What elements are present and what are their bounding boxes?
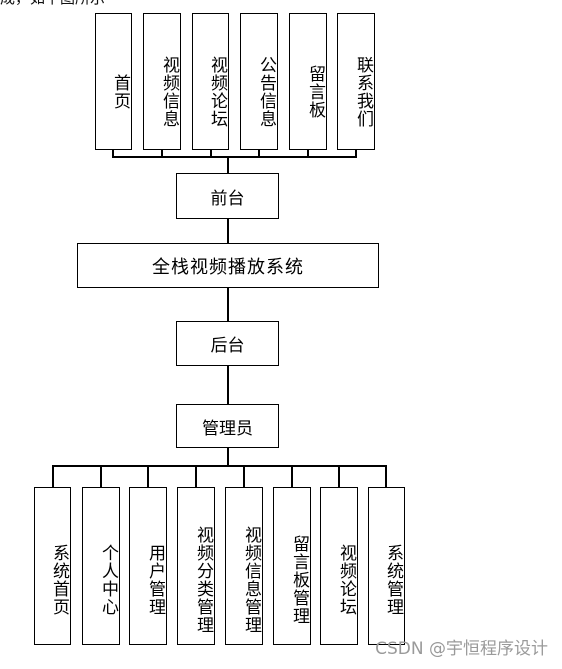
system-name-box: 全栈视频播放系统 xyxy=(77,243,379,288)
frontend-module-contact-us: 联系我们 xyxy=(337,13,375,150)
backend-module-personal-center: 个人中心 xyxy=(82,487,120,645)
backend-module-system-home: 系统首页 xyxy=(34,487,71,645)
frontend-module-video-info: 视频信息 xyxy=(143,13,181,150)
backend-module-video-category-management: 视频分类管理 xyxy=(177,487,215,645)
backend-module-user-management: 用户管理 xyxy=(129,487,167,645)
backend-module-video-info-management: 视频信息管理 xyxy=(225,487,263,645)
cropped-heading-text: 成，如下图所示 xyxy=(0,0,105,8)
admin-role-box: 管理员 xyxy=(176,404,279,448)
frontend-module-home: 首页 xyxy=(95,13,132,150)
backend-module-video-forum: 视频论坛 xyxy=(320,487,358,645)
frontend-module-announcements: 公告信息 xyxy=(240,13,278,150)
backend-module-message-board-management: 留言板管理 xyxy=(273,487,311,645)
backend-module-system-management: 系统管理 xyxy=(368,487,405,645)
frontend-module-message-board: 留言板 xyxy=(289,13,327,150)
frontend-hub-box: 前台 xyxy=(176,173,279,219)
csdn-watermark: CSDN @宇恒程序设计 xyxy=(375,639,548,659)
frontend-module-video-forum: 视频论坛 xyxy=(192,13,229,150)
backend-hub-box: 后台 xyxy=(176,321,279,366)
